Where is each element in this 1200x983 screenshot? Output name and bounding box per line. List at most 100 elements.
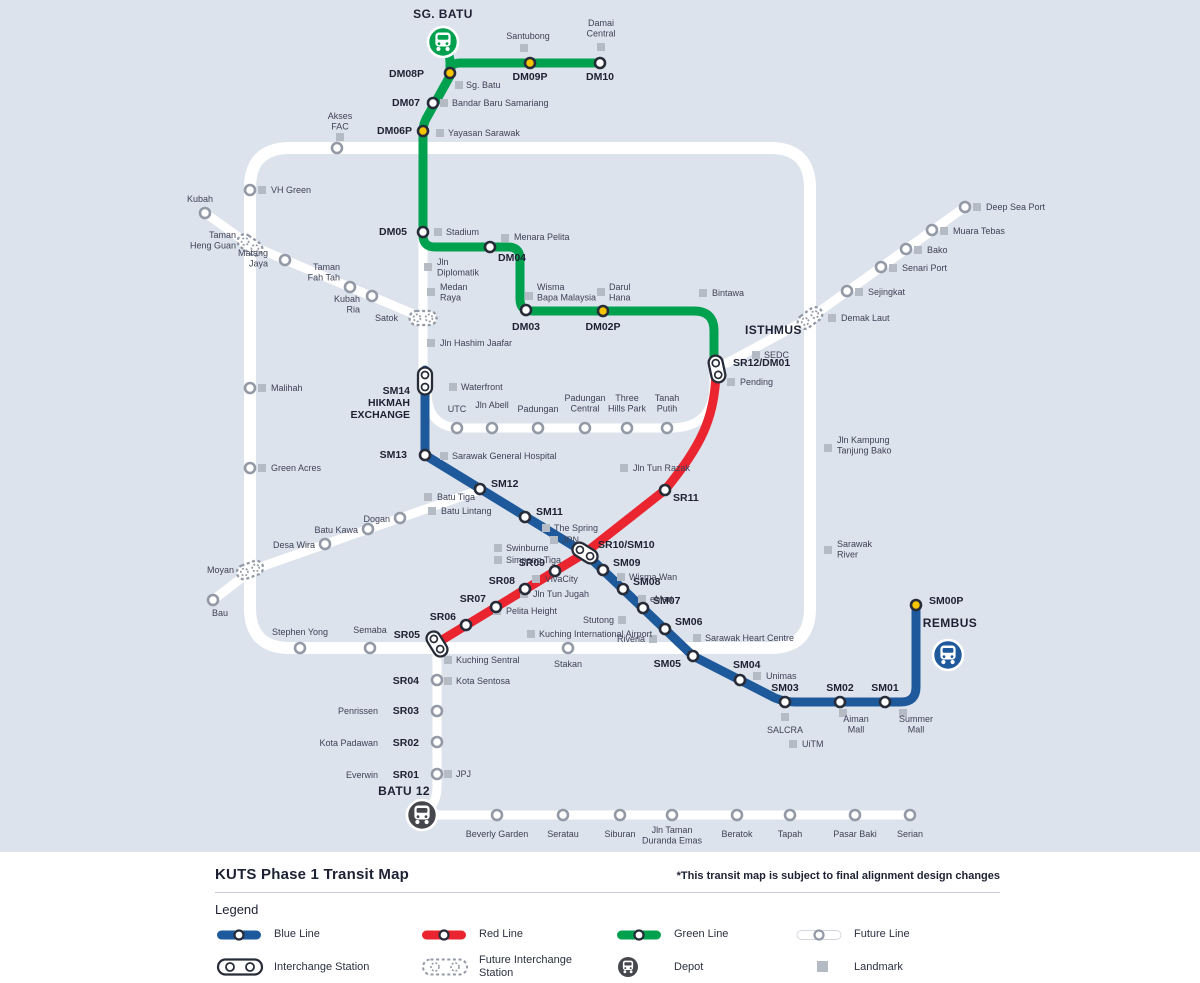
label-the-spring: The Spring (554, 523, 598, 533)
station-deep-sea-port (958, 200, 972, 214)
station-sm05 (686, 649, 700, 663)
landmark-akses-fac-icon (336, 133, 344, 141)
label-yayasan-sarawak: Yayasan Sarawak (448, 128, 520, 138)
label-sm01: SM01 (871, 682, 899, 694)
label-semaba: Semaba (353, 625, 387, 635)
landmark-malihah-icon (258, 384, 266, 392)
label-beratok: Beratok (721, 829, 753, 839)
station-dogan (393, 511, 407, 525)
label-sr07: SR07 (460, 593, 486, 605)
landmark-kota-sentosa-icon (444, 677, 452, 685)
landmark-simpang-tiga-icon (494, 556, 502, 564)
label-sm11: SM11 (536, 506, 563, 518)
landmark-muara-tebas-icon (940, 227, 948, 235)
label-jln-abell: Jln Abell (475, 400, 509, 410)
landmark-summer-mall-icon (899, 709, 907, 717)
station-sm02 (833, 695, 847, 709)
station-dm07 (426, 96, 440, 110)
label-seratau: Seratau (547, 829, 579, 839)
landmark-sarawak-river-icon (824, 546, 832, 554)
label-jpn: JPN (562, 535, 579, 545)
landmark-emart-icon (638, 595, 646, 603)
landmark-demak-laut-icon (828, 314, 836, 322)
label-isthmus: ISTHMUS (745, 323, 802, 337)
station-malihah (243, 381, 257, 395)
station-sm01 (878, 695, 892, 709)
station-matang-jaya (278, 253, 292, 267)
label-penrissen: Penrissen (338, 706, 378, 716)
legend-item-landmark: Landmark (795, 954, 1000, 980)
label-sm00p: SM00P (929, 595, 963, 607)
interchange-sm14-hikmah-exchange (416, 366, 434, 396)
label-sg-batu: SG. BATU (413, 7, 473, 21)
station-kubah (198, 206, 212, 220)
future-interchange-station-icon (422, 958, 468, 976)
station-jln-taman-duranda-emas (665, 808, 679, 822)
landmark-the-spring-icon (542, 524, 550, 532)
label-muara-tebas: Muara Tebas (953, 226, 1005, 236)
disclaimer-note: *This transit map is subject to final al… (676, 870, 1000, 882)
landmark-sejingkat-icon (855, 288, 863, 296)
label-dm04: DM04 (498, 252, 526, 264)
label-sedc: SEDC (764, 350, 790, 360)
label-sm04: SM04 (733, 659, 761, 671)
label-moyan: Moyan (207, 565, 234, 575)
red-line-swatch-icon (422, 929, 466, 941)
label-sr08: SR08 (489, 575, 515, 587)
label-sr01: SR01 (393, 769, 419, 781)
label-sarawak-general-hospital: Sarawak General Hospital (452, 451, 557, 461)
station-sm12 (473, 482, 487, 496)
line-future-loop (244, 142, 816, 654)
label-sr11: SR11 (673, 492, 699, 504)
label-sr03: SR03 (393, 705, 419, 717)
legend-label: Interchange Station (274, 960, 370, 973)
landmark-uitm-icon (789, 740, 797, 748)
station-semaba (363, 641, 377, 655)
label-swinburne: Swinburne (506, 543, 549, 553)
landmark-vh-green-icon (258, 186, 266, 194)
station-sm04 (733, 673, 747, 687)
label-sg-batu: Sg. Batu (466, 80, 501, 90)
label-rembus: REMBUS (923, 616, 977, 630)
label-sr04: SR04 (393, 675, 419, 687)
station-desa-wira (318, 537, 332, 551)
station-sm09 (596, 563, 610, 577)
future-interchange-demak-laut (796, 306, 824, 330)
label-utc: UTC (448, 404, 467, 414)
landmark-icon (817, 961, 828, 973)
label-pasar-baki: Pasar Baki (833, 829, 877, 839)
station-dm09p (523, 56, 537, 70)
landmark-jln-tun-razak-icon (620, 464, 628, 472)
label-dogan: Dogan (363, 514, 390, 524)
station-sm03 (778, 695, 792, 709)
blue-line-swatch-icon (217, 929, 261, 941)
label-unimas: Unimas (766, 671, 797, 681)
legend-label: Future Interchange Station (479, 954, 572, 980)
label-santubong: Santubong (506, 31, 550, 41)
depot-icon (618, 957, 638, 978)
landmark-jln-hashim-jaafar-icon (427, 339, 435, 347)
legend-item-future-line: Future Line (795, 925, 1000, 945)
future-interchange-satok (408, 309, 438, 327)
legend-item-green-line: Green Line (615, 925, 795, 945)
station-dm02p (596, 304, 610, 318)
station-dm08p (443, 66, 457, 80)
label-sr06: SR06 (430, 611, 456, 623)
station-sm06 (658, 622, 672, 636)
landmark-deep-sea-port-icon (973, 203, 981, 211)
label-salcra: SALCRA (767, 725, 803, 735)
station-senari-port (874, 260, 888, 274)
